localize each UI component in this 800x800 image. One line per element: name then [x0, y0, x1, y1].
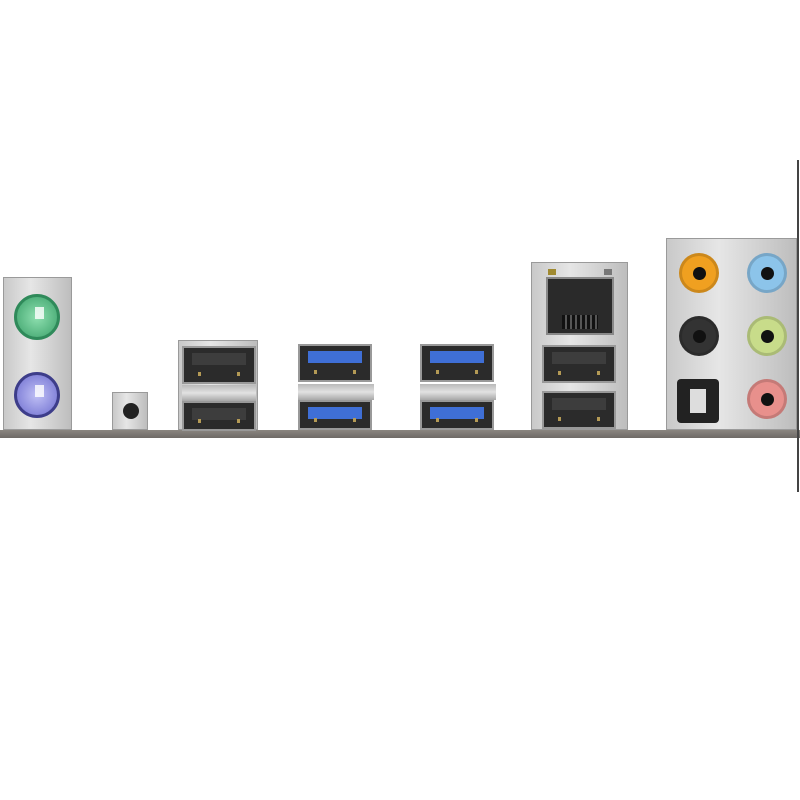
usb-clip: [420, 384, 496, 400]
io-base-rail: [0, 430, 800, 438]
usb2-port[interactable]: [542, 345, 616, 383]
audio-jack-blue[interactable]: [747, 253, 787, 293]
lan-led-right: [604, 269, 612, 275]
usb3-port[interactable]: [298, 344, 372, 382]
lan-usb-block: [531, 262, 628, 430]
lan-led-left: [548, 269, 556, 275]
audio-panel: [666, 238, 797, 430]
optical-spdif-port[interactable]: [677, 379, 719, 423]
ps2-bracket: [3, 277, 72, 430]
usb3-stack: [420, 340, 496, 430]
usb2-port[interactable]: [542, 391, 616, 429]
lan-port[interactable]: [546, 277, 614, 335]
usb3-port[interactable]: [298, 400, 372, 430]
usb-clip: [182, 385, 256, 401]
button-cap: [123, 403, 139, 419]
audio-jack-black[interactable]: [679, 316, 719, 356]
ps2-keyboard-port[interactable]: [14, 372, 60, 418]
clear-cmos-button[interactable]: [112, 392, 148, 430]
optical-shutter: [690, 389, 706, 413]
panel-edge-line: [797, 160, 799, 492]
usb2-port[interactable]: [182, 346, 256, 384]
lan-pins: [562, 315, 598, 329]
audio-jack-pink[interactable]: [747, 379, 787, 419]
usb3-port[interactable]: [420, 400, 494, 430]
usb2-stack: [178, 340, 258, 431]
usb2-port[interactable]: [182, 401, 256, 431]
usb-clip: [298, 384, 374, 400]
ps2-mouse-port[interactable]: [14, 294, 60, 340]
audio-jack-orange[interactable]: [679, 253, 719, 293]
audio-jack-lime[interactable]: [747, 316, 787, 356]
usb3-port[interactable]: [420, 344, 494, 382]
usb3-stack: [298, 340, 374, 430]
